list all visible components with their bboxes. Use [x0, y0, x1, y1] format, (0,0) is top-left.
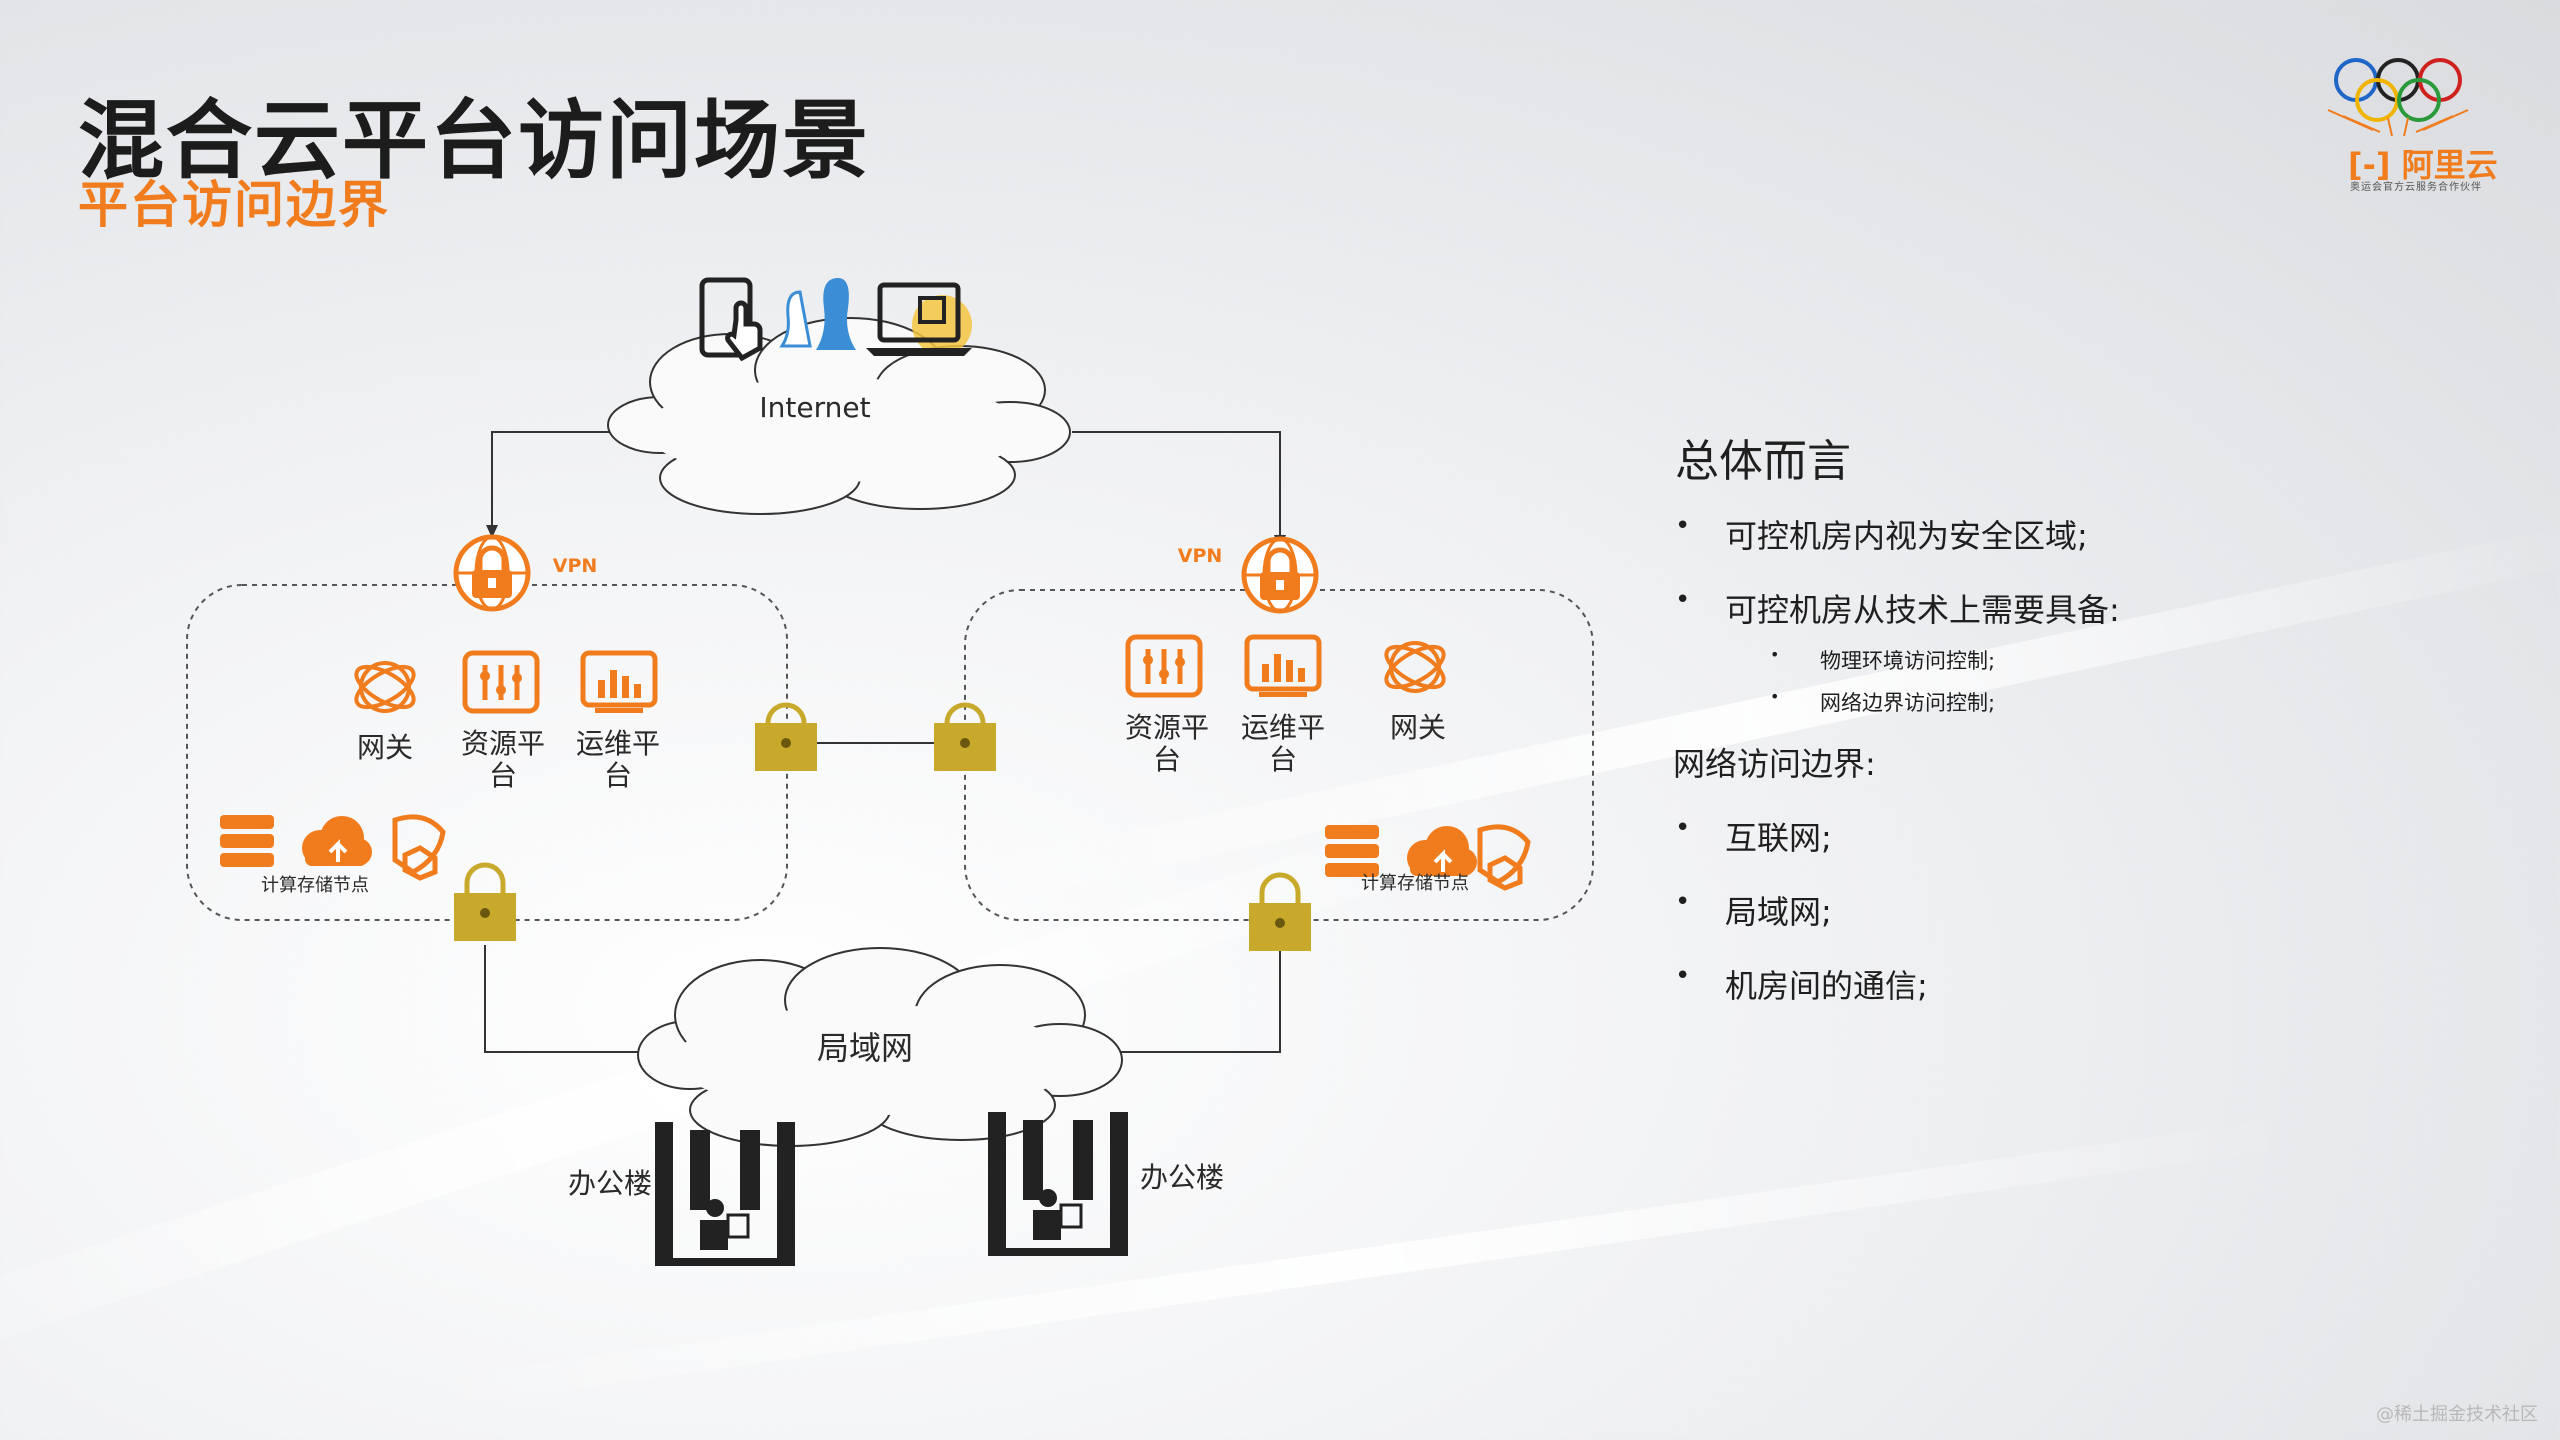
office-building-icon [988, 1112, 1128, 1256]
api-gateway-icon [354, 661, 416, 713]
users-icon [779, 278, 856, 350]
resource-label-left: 资源平台 [460, 727, 545, 793]
ops-monitor-icon [580, 650, 658, 713]
office-label-right: 办公楼 [1139, 1161, 1224, 1194]
section-bullet: 互联网; [1675, 813, 2435, 859]
padlock-icon [755, 702, 817, 771]
office-building-icon [655, 1122, 795, 1266]
server-stack-icon [220, 815, 274, 867]
page-title: 混合云平台访问场景 [78, 91, 870, 191]
olympic-rings-logo-icon [2327, 58, 2469, 137]
nodes-label-right: 计算存储节点 [1361, 873, 1469, 894]
summary-sub-bullet: 物理环境访问控制; [1675, 645, 2435, 675]
watermark: @稀土掘金技术社区 [2376, 1404, 2538, 1425]
vpn-label-left: VPN [552, 555, 598, 577]
ops-label-left: 运维平台 [575, 727, 660, 793]
section-bullet: 局域网; [1675, 887, 2435, 933]
storage-node-icon [1477, 824, 1531, 891]
summary-bullet: 可控机房从技术上需要具备: [1675, 585, 2435, 631]
padlock-icon [454, 862, 516, 941]
section-bullet: 机房间的通信; [1675, 961, 2435, 1007]
gateway-label-left: 网关 [356, 731, 413, 764]
resource-label-right: 资源平台 [1124, 711, 1209, 777]
cloud-upload-icon [1407, 826, 1477, 876]
summary-bullet: 可控机房内视为安全区域; [1675, 511, 2435, 557]
cloud-upload-icon [302, 816, 372, 866]
laptop-icon [866, 282, 972, 356]
page-subtitle: 平台访问边界 [78, 176, 390, 234]
server-stack-icon [1325, 825, 1379, 877]
aliyun-logo-text: [-] 阿里云 [2348, 146, 2498, 184]
logo-tagline: 奥运会官方云服务合作伙伴 [2350, 182, 2482, 193]
summary-heading: 总体而言 [1675, 436, 1851, 487]
vpn-lock-icon-right [1241, 536, 1319, 614]
ops-label-right: 运维平台 [1240, 711, 1325, 777]
ops-monitor-icon [1244, 634, 1322, 697]
mobile-touch-icon [699, 277, 763, 362]
vpn-lock-icon-left [453, 534, 531, 612]
api-gateway-icon [1384, 641, 1446, 693]
storage-node-icon [392, 814, 446, 881]
internet-label: Internet [759, 391, 871, 424]
gateway-label-right: 网关 [1389, 711, 1446, 744]
vpn-label-right: VPN [1177, 545, 1223, 567]
nodes-label-left: 计算存储节点 [261, 875, 369, 896]
section-heading: 网络访问边界: [1673, 745, 1876, 783]
padlock-icon [1249, 872, 1311, 951]
resource-platform-icon [462, 650, 540, 714]
summary-sub-bullet: 网络边界访问控制; [1675, 687, 2435, 717]
resource-platform-icon [1125, 634, 1203, 698]
padlock-icon [934, 702, 996, 771]
office-label-left: 办公楼 [567, 1167, 652, 1200]
lan-label: 局域网 [816, 1029, 913, 1067]
summary-panel: 总体而言 可控机房内视为安全区域; 可控机房从技术上需要具备: 物理环境访问控制… [1673, 425, 2435, 1035]
aliyun-bracket-icon: [-] [2348, 146, 2391, 184]
